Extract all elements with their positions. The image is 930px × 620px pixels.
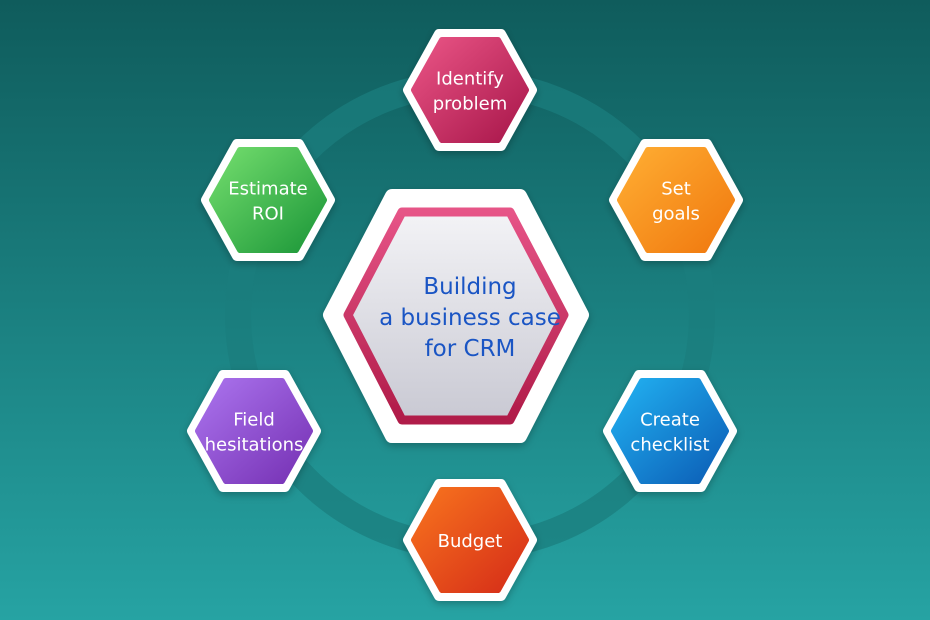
step-label: Set xyxy=(661,179,691,200)
center-hexagon xyxy=(323,189,589,443)
step-set-goals-hexagon: Set goals xyxy=(609,139,743,261)
step-label: goals xyxy=(652,204,700,225)
step-field-hesitations-hexagon: Field hesitations xyxy=(187,370,321,492)
step-label: ROI xyxy=(252,204,284,225)
step-label: Identify xyxy=(436,69,504,90)
step-label: hesitations xyxy=(205,435,304,456)
step-identify-problem-hexagon: Identify problem xyxy=(403,29,537,151)
step-label: Budget xyxy=(438,531,503,552)
center-title-line: for CRM xyxy=(425,336,516,362)
step-label: Field xyxy=(233,410,275,431)
step-label: problem xyxy=(433,94,507,115)
center-title-line: a business case xyxy=(379,305,561,331)
step-budget-hexagon: Budget xyxy=(403,479,537,601)
step-label: Create xyxy=(640,410,700,431)
step-create-checklist-hexagon: Create checklist xyxy=(603,370,737,492)
step-label: checklist xyxy=(630,435,709,456)
center-title-line: Building xyxy=(423,274,516,300)
step-label: Estimate xyxy=(228,179,308,200)
center-title: Building a business case for CRM xyxy=(379,274,561,362)
